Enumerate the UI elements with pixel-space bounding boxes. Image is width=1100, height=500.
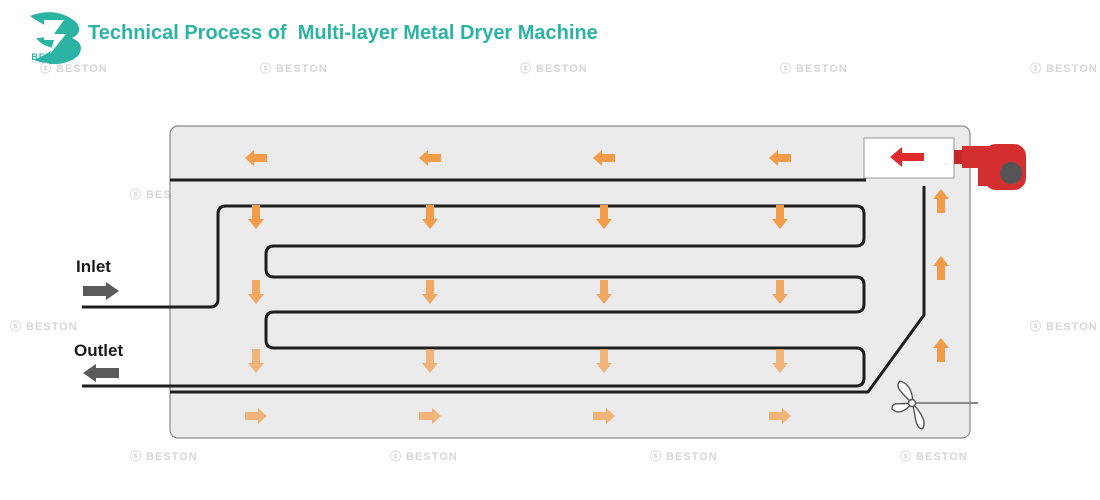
watermark-text: ⓢ BESTON — [10, 321, 78, 333]
watermark-text: ⓢ BESTON — [130, 451, 198, 463]
watermark-text: ⓢ BESTON — [40, 63, 108, 75]
dryer-chamber — [169, 125, 971, 439]
watermark-text: ⓢ BESTON — [1030, 63, 1098, 75]
inlet-flow-arrow-icon — [83, 282, 119, 300]
conveyor-belt — [82, 204, 866, 388]
watermark-text: ⓢ BESTON — [390, 451, 458, 463]
inlet-label: Inlet — [76, 257, 111, 276]
beston-logo-icon — [30, 12, 81, 65]
outlet-label: Outlet — [74, 341, 124, 360]
watermark-text: ⓢ BESTON — [1030, 321, 1098, 333]
bottom-plate — [170, 186, 926, 394]
watermark-text: ⓢ BESTON — [650, 451, 718, 463]
fan-icon — [891, 380, 978, 430]
heater-burner-icon — [954, 144, 1026, 190]
page-title: Technical Process of Multi-layer Metal D… — [88, 22, 598, 44]
outlet-flow-arrow-icon — [83, 364, 119, 382]
watermark-text: ⓢ BESTON — [900, 451, 968, 463]
watermark-text: ⓢ BESTON — [520, 63, 588, 75]
heat-flow-arrow-icon — [890, 147, 924, 167]
brand-name: BESTON — [31, 52, 75, 62]
watermark-text: ⓢ BESTON — [260, 63, 328, 75]
watermark-text: ⓢ BESTON — [780, 63, 848, 75]
